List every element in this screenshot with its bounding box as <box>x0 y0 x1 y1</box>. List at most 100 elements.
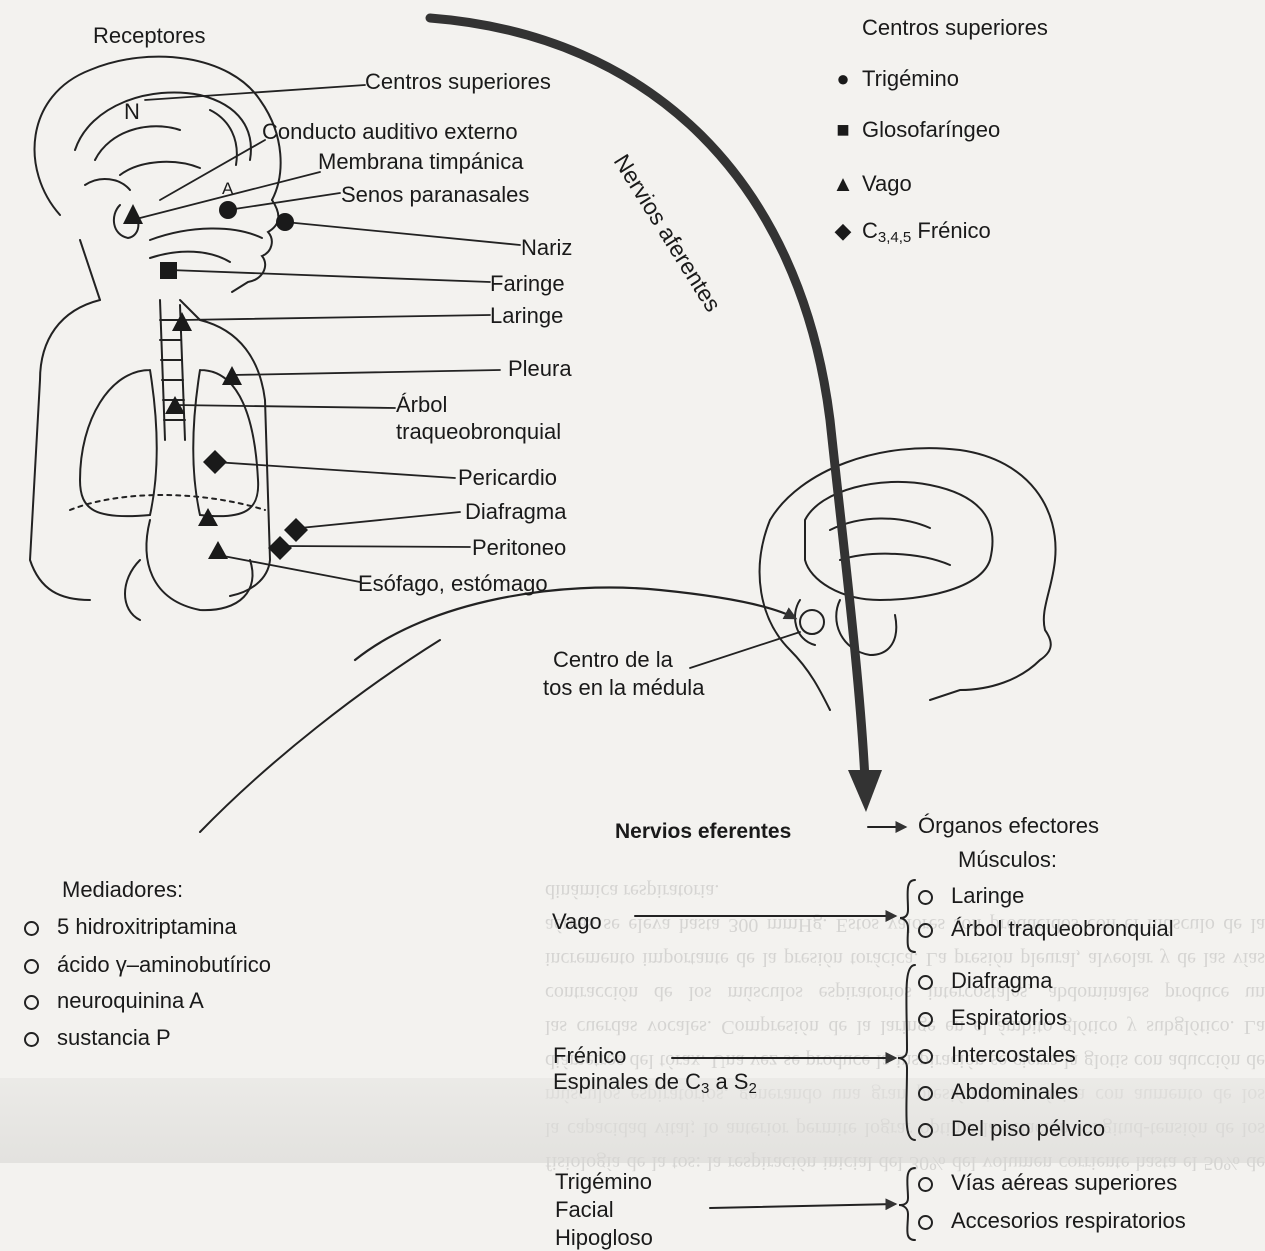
legend-item-glosofaringeo: ■ Glosofaríngeo <box>832 117 1000 143</box>
bullet-icon <box>918 1123 933 1138</box>
label-peritoneo: Peritoneo <box>472 536 566 560</box>
legend-label: Vago <box>862 171 912 196</box>
label-organos-efectores: Órganos efectores <box>918 814 1099 838</box>
label-espinales: Espinales de C3 a S2 <box>553 1070 757 1098</box>
label-centro-tos-1: Centro de la <box>553 648 673 672</box>
bullet-icon <box>918 923 933 938</box>
legend-label-sub: 3,4,5 <box>878 229 911 246</box>
effector-label: Accesorios respiratorios <box>951 1208 1186 1233</box>
effector-item: Del piso pélvico <box>918 1116 1105 1142</box>
label-trigemino: Trigémino <box>555 1170 652 1194</box>
brace-group1 <box>900 880 915 952</box>
bullet-icon <box>918 890 933 905</box>
square-icon: ■ <box>832 117 854 143</box>
bullet-icon <box>918 975 933 990</box>
label-musculos: Músculos: <box>958 848 1057 872</box>
diamond-icon: ◆ <box>832 218 854 244</box>
vago-receptor-esophagus <box>208 541 228 559</box>
label-laringe: Laringe <box>490 304 563 328</box>
effector-label: Árbol traqueobronquial <box>951 916 1174 941</box>
label-receptores: Receptores <box>93 24 206 48</box>
brace-group3 <box>899 1168 915 1240</box>
bullet-icon <box>918 1086 933 1101</box>
bullet-icon <box>918 1177 933 1192</box>
body-figure <box>30 57 281 620</box>
label-receptor-a: A <box>222 180 233 199</box>
effector-item: Árbol traqueobronquial <box>918 916 1174 942</box>
label-diafragma: Diafragma <box>465 500 566 524</box>
mediador-label: sustancia P <box>57 1025 171 1050</box>
mediador-label: ácido γ–aminobutírico <box>57 952 271 977</box>
frenico-receptor-diaphragm <box>284 518 308 542</box>
label-receptor-n: N <box>124 100 140 124</box>
bullet-icon <box>24 959 39 974</box>
frenico-receptor-peritoneum <box>268 536 292 560</box>
brace-group2 <box>898 965 915 1140</box>
effector-label: Vías aéreas superiores <box>951 1170 1177 1195</box>
mediadores-title: Mediadores: <box>62 878 183 902</box>
trigemino-receptor-sinus <box>219 201 237 219</box>
espinales-sub: 2 <box>748 1080 756 1097</box>
bullet-icon <box>918 1012 933 1027</box>
bullet-icon <box>24 921 39 936</box>
triangle-icon: ▲ <box>832 171 854 197</box>
effector-item: Espiratorios <box>918 1005 1067 1031</box>
label-pericardio: Pericardio <box>458 466 557 490</box>
legend-label: Glosofaríngeo <box>862 117 1000 142</box>
legend-label-rest: Frénico <box>911 218 990 243</box>
legend-item-frenico: ◆ C3,4,5 Frénico <box>832 218 991 246</box>
mediator-line <box>200 640 440 832</box>
espinales-text: a S <box>709 1069 748 1094</box>
label-facial: Facial <box>555 1198 614 1222</box>
label-nariz: Nariz <box>521 236 572 260</box>
mediador-item: sustancia P <box>24 1025 171 1051</box>
effector-label: Abdominales <box>951 1079 1078 1104</box>
label-esofago: Esófago, estómago <box>358 572 548 596</box>
effector-label: Intercostales <box>951 1042 1076 1067</box>
mediador-label: 5 hidroxitriptamina <box>57 914 237 939</box>
glosofaringeo-receptor <box>160 262 177 279</box>
legend-item-trigemino: ●Trigémino <box>832 66 959 92</box>
label-frenico: Frénico <box>553 1044 626 1068</box>
effector-item: Intercostales <box>918 1042 1076 1068</box>
legend-title: Centros superiores <box>862 16 1048 40</box>
label-centro-tos-2: tos en la médula <box>543 676 704 700</box>
label-arbol-1: Árbol <box>396 393 447 417</box>
effector-label: Del piso pélvico <box>951 1116 1105 1141</box>
effector-label: Espiratorios <box>951 1005 1067 1030</box>
frenico-receptor-pericardium <box>203 450 227 474</box>
label-membrana: Membrana timpánica <box>318 150 523 174</box>
mediador-item: neuroquinina A <box>24 988 204 1014</box>
effector-item: Vías aéreas superiores <box>918 1170 1177 1196</box>
bullet-icon <box>918 1049 933 1064</box>
espinales-text: Espinales de C <box>553 1069 701 1094</box>
trigemino-receptor-nose <box>276 213 294 231</box>
mediador-label: neuroquinina A <box>57 988 204 1013</box>
label-nervios-eferentes: Nervios eferentes <box>615 820 791 843</box>
legend-item-vago: ▲ Vago <box>832 171 912 197</box>
afferent-arrowhead <box>848 770 882 812</box>
label-conducto: Conducto auditivo externo <box>262 120 518 144</box>
effector-item: Abdominales <box>918 1079 1078 1105</box>
bullet-icon <box>918 1215 933 1230</box>
vago-receptor-ear <box>123 204 143 224</box>
effector-label: Diafragma <box>951 968 1052 993</box>
effector-item: Accesorios respiratorios <box>918 1208 1186 1234</box>
trigemino-arrow <box>710 1204 895 1208</box>
legend-label: Trigémino <box>862 66 959 91</box>
bullet-icon <box>24 995 39 1010</box>
mediador-item: ácido γ–aminobutírico <box>24 952 271 978</box>
effector-item: Diafragma <box>918 968 1052 994</box>
label-pleura: Pleura <box>508 357 572 381</box>
legend-label-c: C <box>862 218 878 243</box>
label-arbol-2: traqueobronquial <box>396 420 561 444</box>
effector-item: Laringe <box>918 883 1024 909</box>
centro-tos-leader <box>690 632 800 668</box>
mediador-item: 5 hidroxitriptamina <box>24 914 237 940</box>
label-centros-superiores: Centros superiores <box>365 70 551 94</box>
head-profile <box>760 448 1056 710</box>
label-hipogloso: Hipogloso <box>555 1226 653 1250</box>
label-senos: Senos paranasales <box>341 183 529 207</box>
vago-receptor-larynx <box>172 312 192 331</box>
